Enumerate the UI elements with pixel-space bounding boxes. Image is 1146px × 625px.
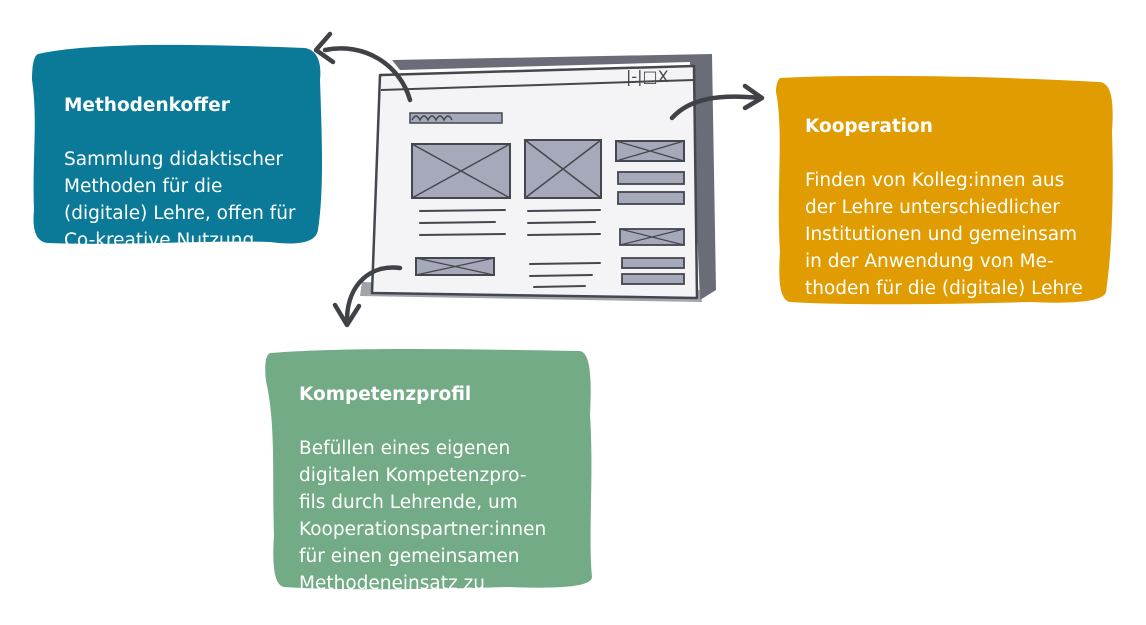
arrow-to-kooperation: [669, 94, 763, 121]
address-bar: [409, 112, 503, 124]
arrow-to-kompetenzprofil: [344, 265, 403, 321]
text-lines: [419, 209, 601, 288]
kompetenzprofil-card: Kompetenzprofil Befüllen eines eigenen d…: [258, 345, 596, 621]
kooperation-card: Kooperation Finden von Kolleg:innen aus …: [770, 72, 1115, 326]
image-placeholder-5: [415, 257, 495, 276]
image-placeholder-4: [619, 228, 685, 246]
sidebar-block-2: [617, 191, 685, 205]
kompetenzprofil-title: Kompetenzprofil: [299, 384, 472, 405]
methodenkoffer-card: Methodenkoffer Sammlung didaktischer Met…: [30, 40, 325, 278]
sidebar-block-3: [621, 257, 685, 269]
image-placeholder-3: [615, 140, 685, 162]
address-scribble: [411, 115, 453, 122]
arrowhead-kompetenzprofil: [332, 302, 362, 328]
kooperation-background: [776, 75, 1113, 305]
title-bar-line: [380, 79, 695, 91]
arrowhead-kooperation: [742, 83, 765, 111]
arrowhead-methodenkoffer: [313, 31, 336, 65]
methodenkoffer-background: [32, 44, 322, 244]
image-placeholder-1: [411, 143, 511, 199]
window-controls-icon: |-|□X: [626, 67, 669, 86]
sidebar-block-1: [617, 171, 685, 185]
image-placeholder-2: [524, 139, 602, 199]
kooperation-title: Kooperation: [805, 116, 933, 137]
kompetenzprofil-background: [265, 349, 592, 590]
kooperation-description: Finden von Kolleg:innen aus der Lehre un…: [805, 170, 1083, 326]
methodenkoffer-title: Methodenkoffer: [64, 95, 230, 116]
methodenkoffer-description: Sammlung didaktischer Methoden für die (…: [64, 149, 296, 278]
sidebar-block-4: [621, 273, 685, 285]
arrows: [313, 31, 765, 328]
arrow-to-methodenkoffer: [322, 46, 413, 103]
kompetenzprofil-description: Befüllen eines eigenen digitalen Kompete…: [299, 438, 547, 621]
